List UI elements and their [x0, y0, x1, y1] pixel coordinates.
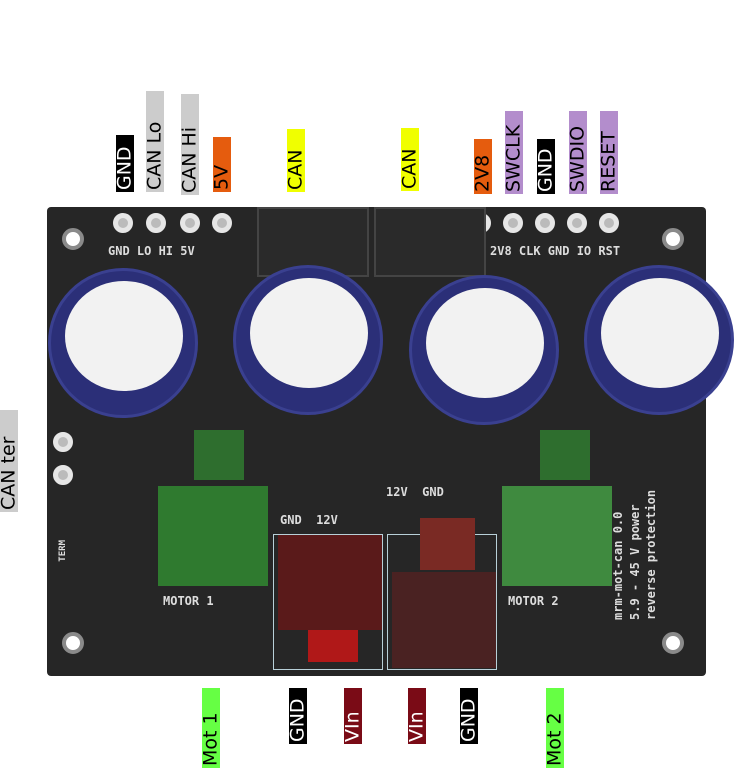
silk-left-header: GND LO HI 5V — [108, 244, 195, 258]
connector-label-can: CAN — [285, 129, 307, 192]
motor-2-cap — [540, 430, 590, 480]
header-pin — [567, 213, 587, 233]
can-connector — [374, 207, 486, 277]
header-pin — [180, 213, 200, 233]
pin-label-gnd: GND — [287, 688, 309, 744]
pin-label-gnd: GND — [535, 139, 557, 194]
mounting-hole — [662, 632, 684, 654]
term-pin — [53, 465, 73, 485]
pin-label-mot1: Mot 1 — [200, 688, 222, 768]
pin-label-gnd: GND — [458, 688, 480, 744]
power-cap-right — [420, 518, 475, 570]
silk-pwr-left: GND 12V — [280, 513, 338, 527]
silk-pwr-right: 12V GND — [386, 485, 444, 499]
pin-label-swclk: SWCLK — [503, 111, 525, 194]
pin-label-2v8: 2V8 — [472, 139, 494, 194]
motor-1-driver — [158, 486, 268, 586]
header-pin — [535, 213, 555, 233]
capacitor — [48, 268, 198, 418]
header-pin — [503, 213, 523, 233]
pin-label-swdio: SWDIO — [567, 111, 589, 194]
pin-label-vin: VIn — [342, 688, 364, 744]
capacitor — [409, 275, 559, 425]
header-pin — [146, 213, 166, 233]
power-protection-right — [392, 572, 496, 668]
term-pin — [53, 432, 73, 452]
mounting-hole — [62, 228, 84, 250]
pin-label-can-hi: CAN Hi — [179, 94, 201, 195]
connector-label-can: CAN — [399, 128, 421, 191]
pin-label-vin: VIn — [406, 688, 428, 744]
power-outline — [273, 534, 383, 670]
silk-term: TERM — [58, 540, 68, 562]
power-protection-left — [278, 535, 382, 630]
header-pin — [212, 213, 232, 233]
silk-motor2: MOTOR 2 — [508, 594, 559, 608]
pin-label-5v: 5V — [211, 137, 233, 192]
pin-label-gnd: GND — [114, 135, 136, 192]
mounting-hole — [662, 228, 684, 250]
capacitor — [584, 265, 734, 415]
silk-motor1: MOTOR 1 — [163, 594, 214, 608]
pin-label-can-ter: CAN ter — [0, 410, 20, 512]
silk-protection: reverse protection — [644, 489, 658, 620]
mounting-hole — [62, 632, 84, 654]
pin-label-can-lo: CAN Lo — [144, 91, 166, 192]
capacitor — [233, 265, 383, 415]
pin-label-reset: RESET — [598, 111, 620, 194]
pin-label-mot2: Mot 2 — [544, 688, 566, 768]
power-fuse-left — [308, 630, 358, 662]
header-pin — [113, 213, 133, 233]
silk-power-range: 5.9 - 45 V power — [628, 504, 642, 620]
motor-1-cap — [194, 430, 244, 480]
silk-right-header: 2V8 CLK GND IO RST — [490, 244, 621, 258]
motor-2-driver — [502, 486, 612, 586]
silk-board-name: mrm-mot-can 0.0 — [611, 511, 625, 620]
header-pin — [599, 213, 619, 233]
